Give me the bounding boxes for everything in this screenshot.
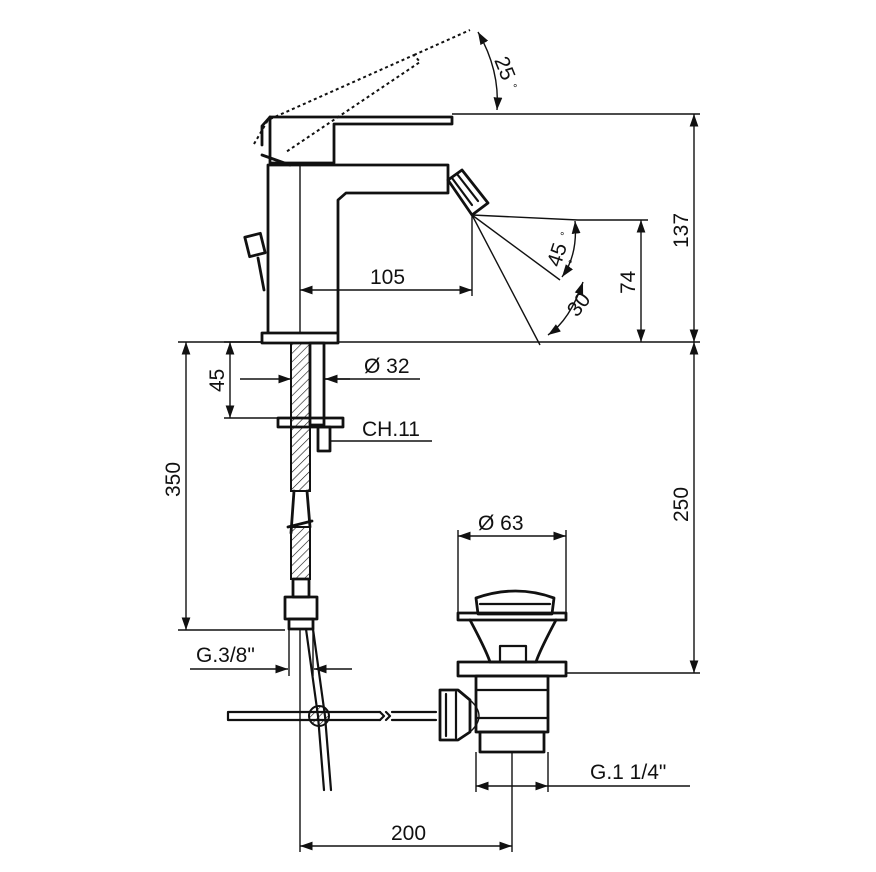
reach-dimension: 105 [300, 215, 473, 296]
dim-200-label: 200 [391, 822, 426, 845]
nut-stud [316, 425, 332, 453]
angle-30-label: 30 [563, 289, 596, 322]
waste-flange [456, 611, 568, 622]
g114-label: G.1 1/4" [590, 761, 666, 784]
lift-rod [256, 256, 266, 292]
shank-dimensions: Ø 32 CH.11 [240, 355, 432, 442]
right-dimensions: 137 74 250 [338, 114, 700, 674]
lever-angle: 25 ° [452, 31, 700, 115]
arc-45 [561, 220, 581, 278]
arc-30 [547, 281, 584, 336]
hose-break-mark [286, 519, 314, 529]
hose-thread [287, 617, 315, 631]
side-arc [469, 699, 480, 733]
waste-nut [456, 660, 568, 678]
spray-axis-line [471, 214, 561, 281]
nozzle-ring [450, 172, 480, 207]
popup-linkage [226, 627, 438, 792]
hose-ferrule [291, 577, 311, 599]
fixing-nut [276, 416, 345, 429]
dim-45-label: 45 [206, 369, 229, 392]
mixer-body [243, 29, 490, 345]
dim-63-label: Ø 63 [478, 512, 524, 535]
body-outline [260, 163, 450, 345]
arc-25 [477, 31, 503, 111]
waste-plug [474, 589, 556, 616]
lever-cap-left [260, 115, 272, 147]
angle-25-label: 25 [489, 53, 519, 83]
rod-break [378, 710, 392, 722]
dim-137-label: 137 [670, 213, 693, 248]
spray-angles: 45 ° 30 ° [471, 214, 596, 346]
spray-lower-line [471, 214, 541, 346]
dim-350-label: 350 [162, 462, 185, 497]
waste-cone [468, 618, 558, 664]
lever-open-extension [413, 29, 471, 56]
dim-105-label: 105 [370, 266, 405, 289]
lever-cap-joint [260, 153, 292, 167]
waste-guide [498, 644, 528, 664]
horizontal-rod-right [390, 710, 438, 722]
waste-thread-dimension: G.1 1/4" [475, 752, 690, 792]
hose-nut [283, 595, 319, 621]
dim-250-label: 250 [670, 487, 693, 522]
ch11-label: CH.11 [362, 418, 420, 441]
pop-up-waste [438, 589, 568, 754]
hose-lower [290, 526, 311, 580]
g38-label: G.3/8" [196, 644, 255, 667]
threaded-shank [308, 341, 326, 427]
degree-25: ° [513, 83, 517, 95]
lift-rod-knob [243, 231, 267, 259]
waste-body [474, 674, 550, 734]
lever-handle [268, 115, 454, 165]
rod-length-dimension: 200 [299, 630, 513, 852]
hose-thread-dimension: G.3/8" [190, 629, 352, 676]
rod-clamp [308, 705, 330, 727]
left-dimensions: 45 350 [162, 341, 285, 631]
waste-tail [478, 730, 546, 754]
degree-30: ° [568, 259, 572, 271]
horizontal-rod-left [226, 710, 382, 722]
waste-diameter-dimension: Ø 63 [457, 512, 567, 612]
spray-horizontal-ref [471, 214, 579, 221]
dim-74-label: 74 [617, 270, 640, 294]
degree-45: ° [560, 231, 564, 243]
dim-32-label: Ø 32 [364, 355, 410, 378]
spray-nozzle [446, 168, 490, 217]
shank-assembly [276, 341, 345, 631]
lever-open-outline [253, 53, 422, 153]
